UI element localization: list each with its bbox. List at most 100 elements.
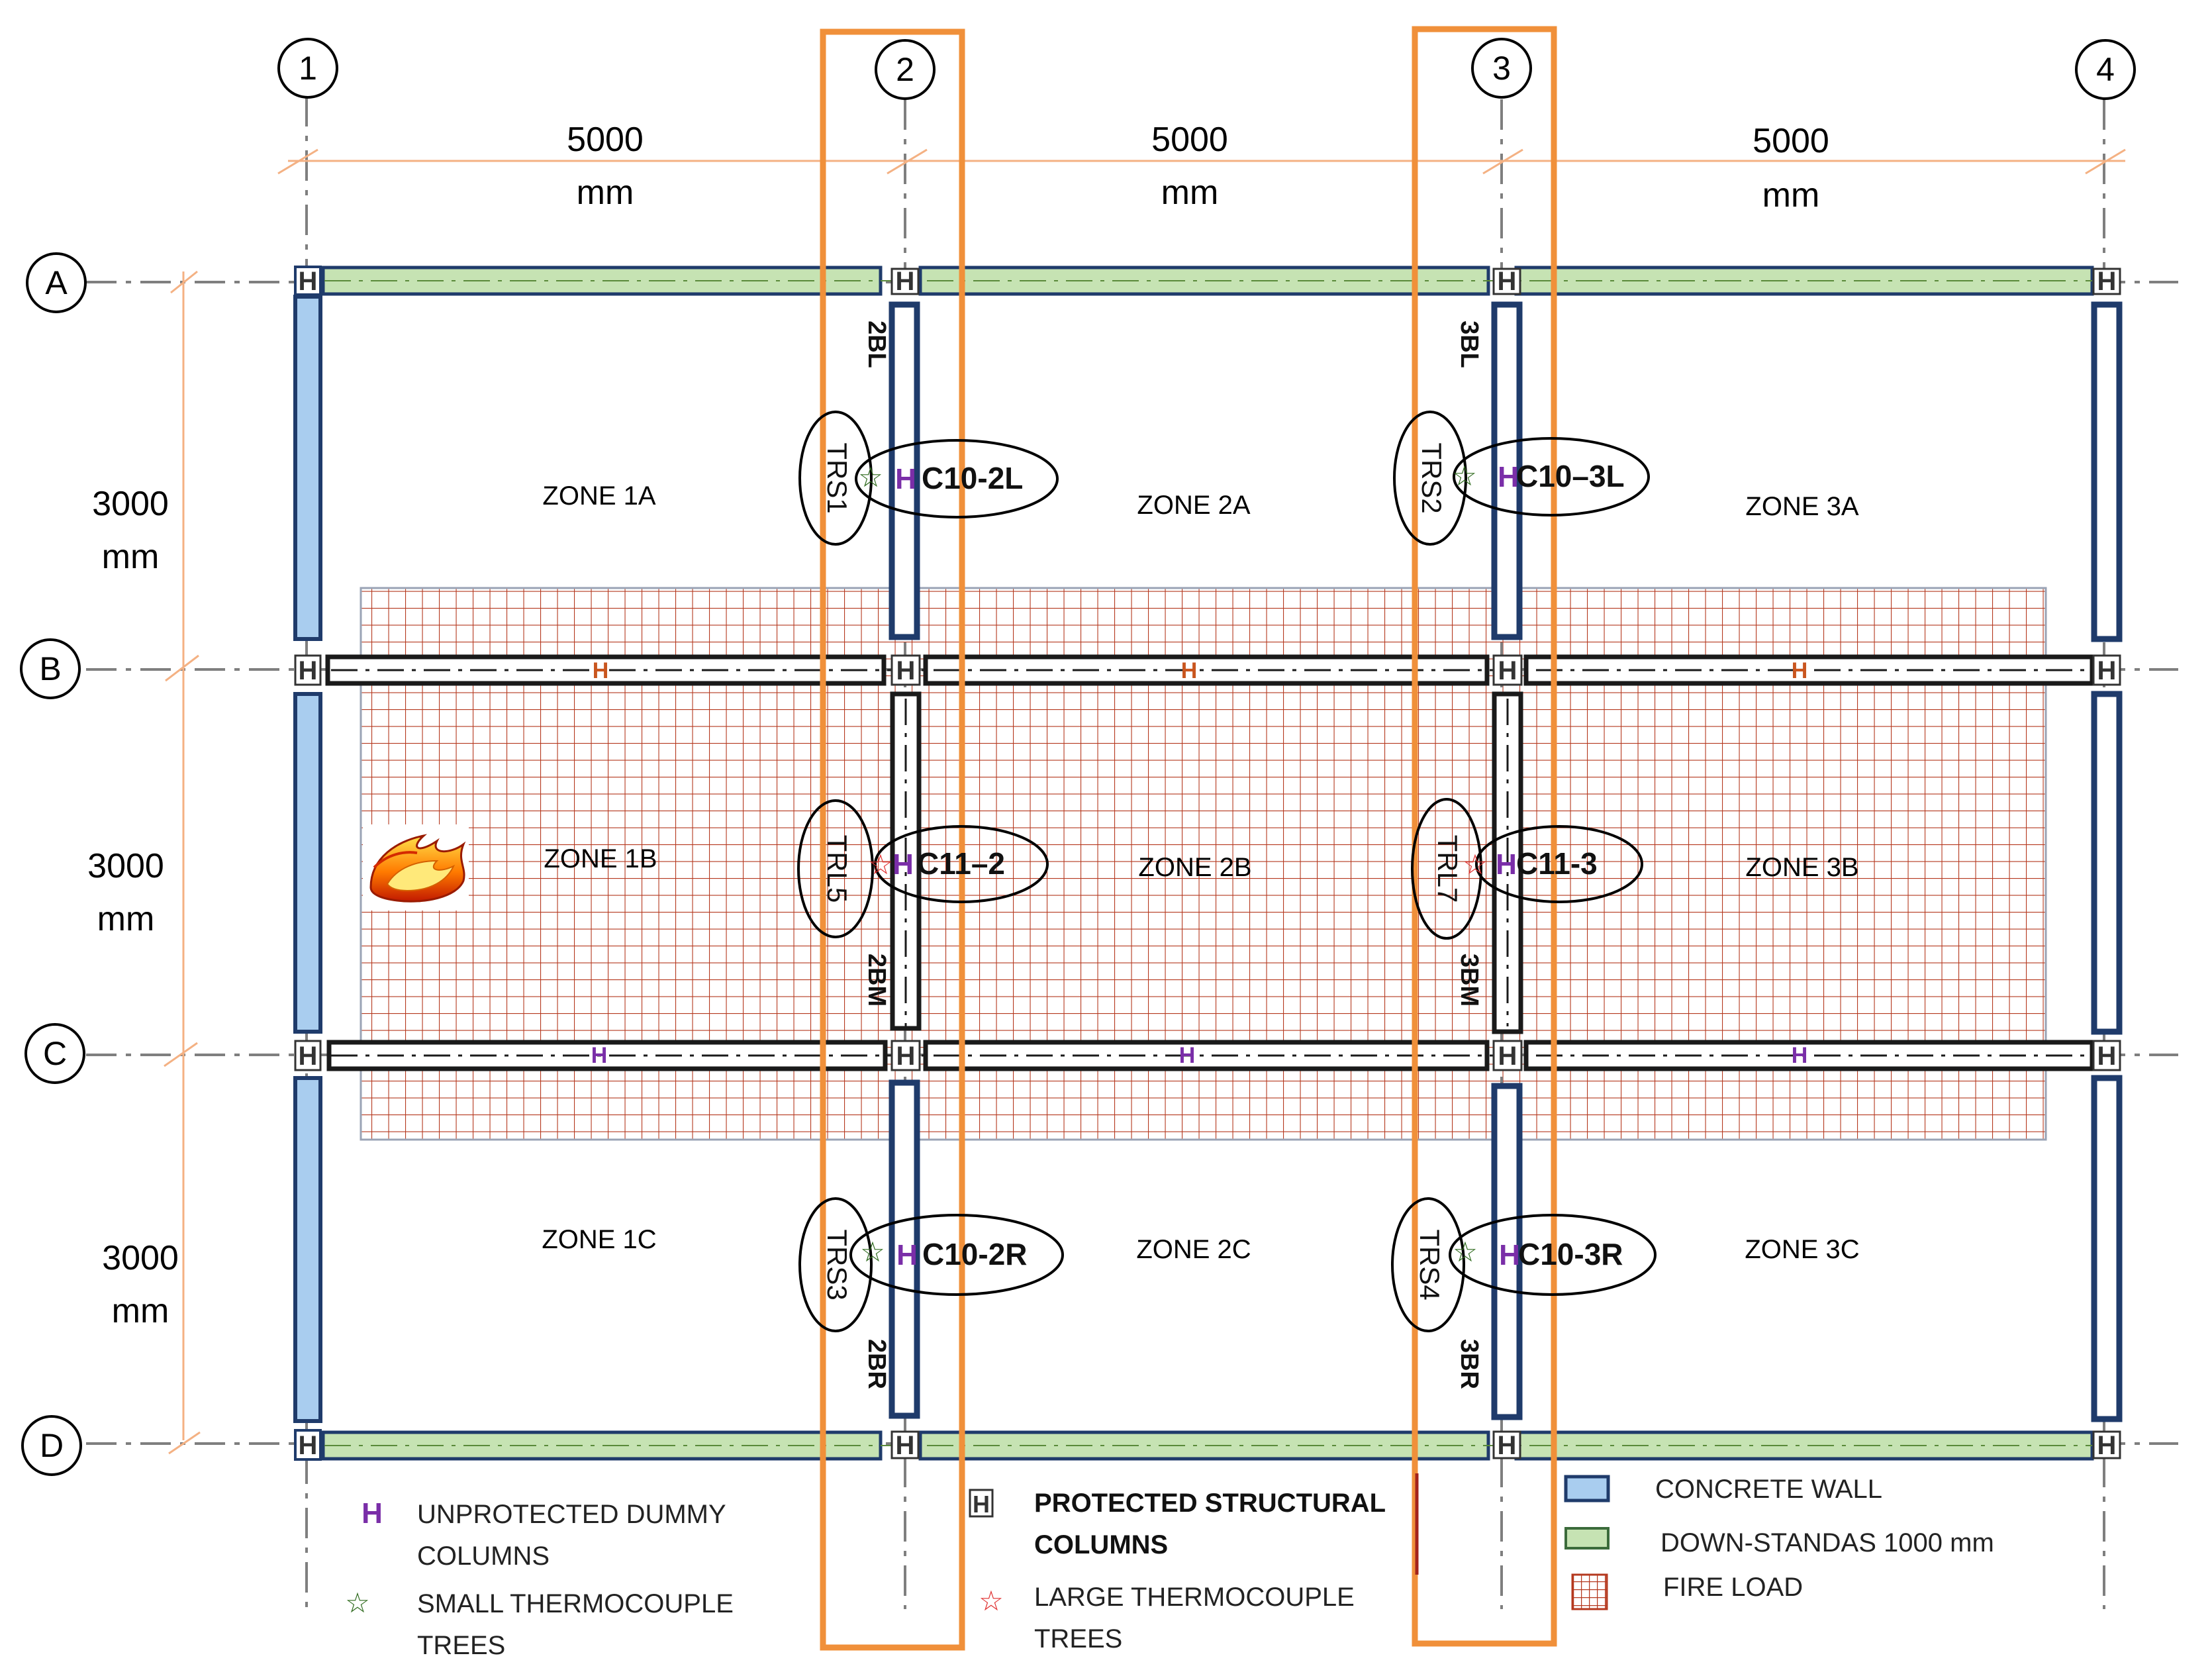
zone-3c: ZONE 3C — [1745, 1235, 1859, 1264]
dim-2-unit: mm — [1161, 173, 1219, 212]
dim-a-unit: mm — [102, 538, 160, 576]
h-section-icon: H — [294, 654, 322, 686]
legend-concrete-wall: CONCRETE WALL — [1655, 1475, 1882, 1504]
svg-text:1: 1 — [299, 50, 317, 87]
beam-labels: 2BL 3BL 2BM 3BM 2BR 3BR — [863, 320, 1483, 1389]
svg-text:H: H — [2097, 1431, 2117, 1460]
svg-text:D: D — [40, 1427, 64, 1464]
h-section-icon: H — [890, 1430, 920, 1460]
legend-small-tc-1: SMALL THERMOCOUPLE — [417, 1589, 734, 1618]
steel-beams — [325, 654, 2095, 1071]
grid-bubble-4: 4 — [2075, 39, 2136, 100]
svg-text:H: H — [896, 267, 915, 296]
svg-text:H: H — [591, 1043, 608, 1068]
legend-concrete-wall-swatch — [1564, 1475, 1610, 1502]
column-c10-3r: C10-3R — [1518, 1237, 1623, 1271]
zone-1a: ZONE 1A — [542, 481, 655, 511]
legend-fire-load: FIRE LOAD — [1663, 1573, 1803, 1602]
red-star-icon: ☆ — [979, 1585, 1004, 1616]
column-labels: C10-2L C10–3L C11–2 C11-3 C10-2R C10-3R — [917, 459, 1625, 1271]
dim-1-value: 5000 — [567, 121, 644, 159]
zone-2a: ZONE 2A — [1137, 491, 1250, 520]
svg-text:H: H — [2097, 1042, 2117, 1071]
svg-text:H: H — [299, 656, 318, 685]
h-section-icon: H — [969, 1489, 994, 1518]
svg-text:A: A — [45, 264, 68, 301]
grid-bubble-3: 3 — [1471, 38, 1532, 99]
column-c10-3l: C10–3L — [1516, 459, 1625, 493]
concrete-walls — [293, 295, 322, 1423]
purple-h-icon: H — [1496, 848, 1517, 881]
svg-text:C: C — [43, 1035, 67, 1072]
grid-bubble-c: C — [24, 1023, 85, 1084]
h-section-icon: H — [1492, 1430, 1521, 1460]
legend-unprotected-1: UNPROTECTED DUMMY — [417, 1500, 726, 1529]
red-star-icon: ☆ — [868, 849, 893, 880]
legend-protected-1: PROTECTED STRUCTURAL — [1034, 1489, 1386, 1518]
wall-segments — [889, 301, 2123, 1422]
h-section-icon: H — [2092, 267, 2121, 296]
grid-bubble-2: 2 — [875, 39, 936, 100]
svg-text:H: H — [299, 267, 318, 296]
svg-text:H: H — [2097, 267, 2117, 296]
purple-h-icon: H — [361, 1497, 383, 1530]
flame-icon — [363, 824, 469, 911]
svg-text:H: H — [1792, 658, 1808, 683]
dim-2-value: 5000 — [1151, 121, 1228, 159]
svg-text:H: H — [1498, 1042, 1517, 1071]
tree-trl5: TRL5 — [822, 835, 853, 903]
dummy-columns: H H H H H H — [892, 461, 1520, 1271]
zone-2b: ZONE 2B — [1138, 853, 1251, 882]
legend-unprotected-2: COLUMNS — [417, 1542, 550, 1571]
dim-a-value: 3000 — [92, 485, 169, 523]
h-section-icon: H — [2092, 654, 2121, 686]
tree-trs4: TRS4 — [1414, 1229, 1445, 1300]
svg-text:H: H — [299, 1431, 318, 1460]
legend-protected-2: COLUMNS — [1034, 1530, 1168, 1559]
purple-h-icon: H — [1499, 1239, 1520, 1271]
zone-3a: ZONE 3A — [1745, 492, 1858, 521]
h-section-icon: H — [2092, 1040, 2121, 1071]
svg-text:H: H — [1181, 658, 1198, 683]
tc-stars: ☆ ☆ ☆ ☆ ☆ ☆ — [858, 460, 1488, 1267]
svg-text:H: H — [2097, 656, 2117, 685]
grid-bubble-1: 1 — [277, 38, 338, 99]
tree-trs1: TRS1 — [822, 442, 853, 513]
svg-text:H: H — [896, 656, 916, 685]
beam-label-2br: 2BR — [863, 1339, 890, 1389]
legend-down-stand: DOWN-STANDAS 1000 mm — [1660, 1528, 1994, 1557]
svg-text:H: H — [896, 1042, 916, 1071]
beam-label-2bm: 2BM — [863, 954, 890, 1007]
tree-ellipses — [797, 411, 1482, 1332]
legend: H UNPROTECTED DUMMY COLUMNS ☆ SMALL THER… — [345, 1473, 1994, 1660]
grid-bubble-d: D — [21, 1415, 82, 1476]
svg-text:H: H — [973, 1491, 990, 1518]
tree-trl7: TRL7 — [1432, 835, 1463, 903]
h-section-icon: H — [1492, 1040, 1523, 1071]
tree-labels: TRS1 TRS2 TRL5 TRL7 TRS3 TRS4 — [822, 442, 1463, 1300]
legend-large-tc-2: TREES — [1034, 1624, 1122, 1653]
h-section-icon: H — [890, 654, 921, 686]
tree-trs2: TRS2 — [1416, 442, 1447, 513]
zone-2c: ZONE 2C — [1136, 1235, 1251, 1264]
h-section-icon: H — [1492, 654, 1523, 686]
svg-text:H: H — [1792, 1043, 1808, 1068]
h-section-icon: H — [294, 1040, 322, 1071]
column-ellipses — [849, 437, 1657, 1296]
dim-3-unit: mm — [1762, 176, 1820, 215]
svg-text:H: H — [593, 658, 609, 683]
highlight-band-2 — [820, 28, 965, 1651]
beam-label-3br: 3BR — [1455, 1339, 1483, 1389]
green-star-icon: ☆ — [860, 1236, 885, 1267]
purple-h-icon: H — [896, 1239, 918, 1271]
beam-markers: H H H H H H — [591, 658, 1808, 1068]
dim-1-unit: mm — [577, 173, 634, 212]
legend-large-tc-1: LARGE THERMOCOUPLE — [1034, 1583, 1355, 1612]
h-section-icon: H — [294, 1429, 322, 1461]
h-section-icon: H — [2092, 1430, 2121, 1460]
green-star-icon: ☆ — [858, 462, 883, 493]
legend-down-stand-swatch — [1564, 1527, 1610, 1550]
beam-label-3bl: 3BL — [1455, 320, 1483, 368]
legend-small-tc-2: TREES — [417, 1631, 505, 1660]
